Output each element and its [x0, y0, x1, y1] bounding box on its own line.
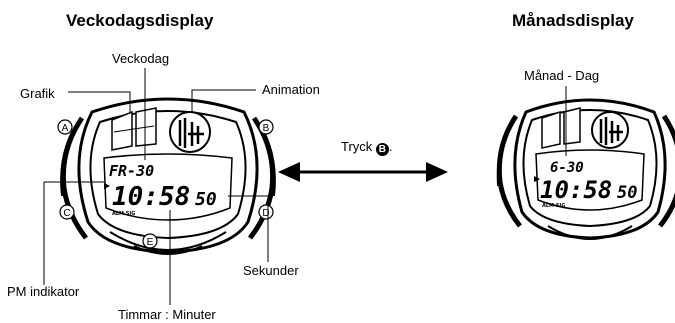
tryck-suffix: .: [388, 139, 393, 154]
animation-figure-icon: [178, 118, 204, 148]
tryck-text: Tryck: [341, 139, 373, 154]
left-weekday-date: FR-30: [109, 162, 154, 180]
right-grafik-bar-1-icon: [541, 110, 561, 149]
button-a-label: A: [62, 123, 69, 134]
right-month-day: 6-30: [550, 160, 584, 176]
right-animation-circle-icon: [591, 111, 629, 149]
button-d[interactable]: D: [258, 204, 274, 220]
right-small-indicators: ALM SIG: [542, 203, 565, 209]
label-tryck: Tryck B.: [341, 139, 393, 156]
right-seconds: 50: [617, 183, 637, 203]
double-headed-arrow-icon: [278, 162, 448, 182]
left-small-indicators: ALM SIG: [112, 211, 135, 217]
label-pm-indikator: PM indikator: [7, 284, 80, 299]
leader-lines-left: [43, 68, 269, 305]
button-d-label: D: [262, 208, 269, 219]
left-pm-indicator-icon: [104, 183, 110, 189]
right-pm-indicator-icon: [534, 176, 540, 182]
button-b-label: B: [263, 123, 270, 134]
animation-circle-icon: [169, 111, 211, 153]
label-grafik: Grafik: [20, 86, 55, 101]
left-time: 10:58: [112, 182, 190, 212]
button-a[interactable]: A: [57, 119, 73, 135]
button-e[interactable]: E: [142, 233, 158, 249]
month-display-title: Månadsdisplay: [512, 11, 634, 30]
left-seconds: 50: [195, 189, 217, 210]
right-grafik-bar-2-icon: [563, 107, 581, 145]
label-veckodag: Veckodag: [112, 51, 170, 66]
button-c[interactable]: C: [59, 204, 75, 220]
label-manad-dag: Månad - Dag: [524, 68, 600, 83]
label-sekunder: Sekunder: [243, 263, 299, 278]
button-c-label: C: [63, 208, 70, 219]
right-watch: [496, 98, 675, 240]
right-time: 10:58: [540, 176, 612, 204]
tryck-button-b-icon: B: [375, 143, 389, 156]
label-timmar-minuter: Timmar : Minuter: [118, 307, 216, 322]
weekday-display-title: Veckodagsdisplay: [66, 11, 214, 30]
right-animation-figure-icon: [599, 117, 623, 145]
button-b[interactable]: B: [258, 119, 274, 135]
left-watch: [60, 97, 276, 255]
label-animation: Animation: [262, 82, 320, 97]
button-e-label: E: [147, 237, 154, 248]
